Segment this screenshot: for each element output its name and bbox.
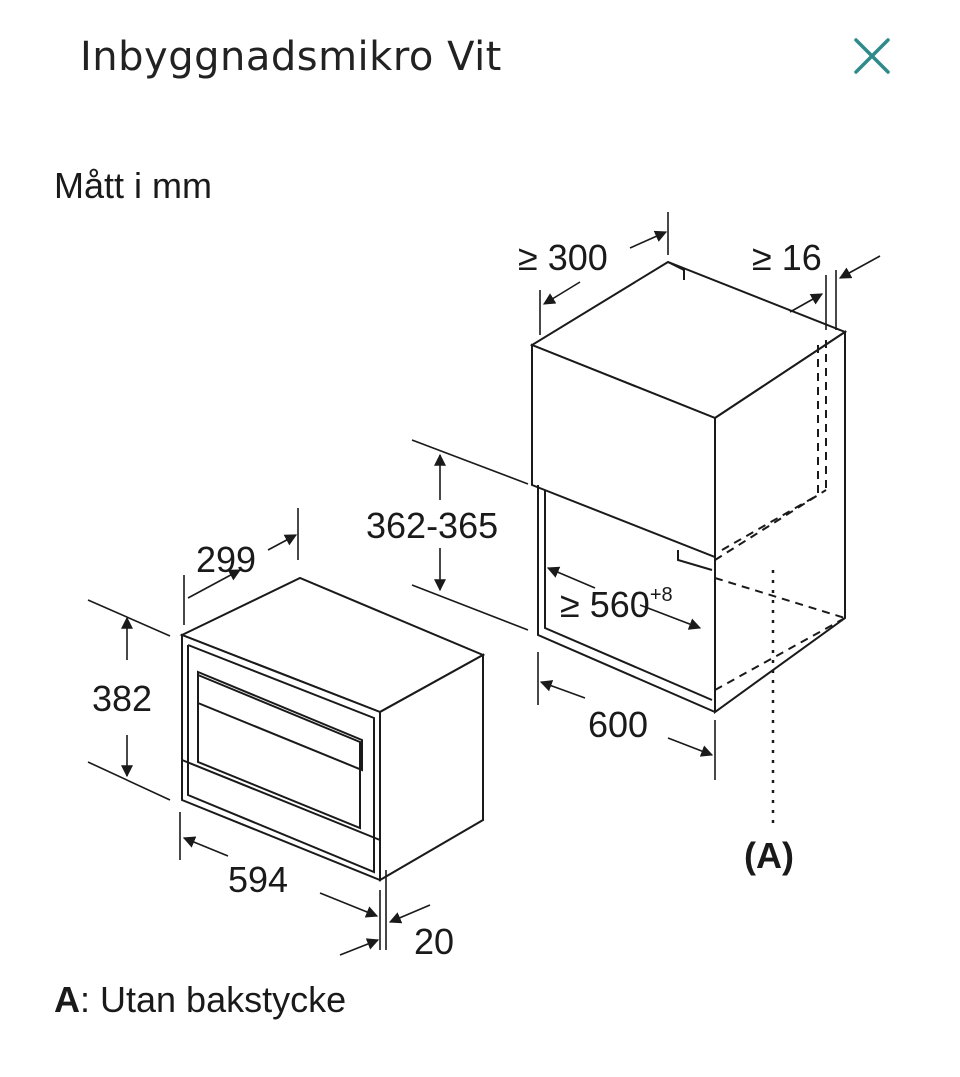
- close-button[interactable]: [846, 30, 898, 82]
- dim-appliance-depth: 299: [196, 539, 256, 580]
- dim-cabinet-depth: ≥ 300: [518, 237, 608, 278]
- page-title: Inbyggnadsmikro Vit: [80, 34, 502, 80]
- dimension-lines: [87, 212, 881, 956]
- header: Inbyggnadsmikro Vit: [0, 0, 960, 115]
- dim-cabinet-width: 600: [588, 704, 648, 745]
- legend-key: A: [54, 979, 80, 1020]
- dim-niche-width: ≥ 560+8: [560, 584, 673, 625]
- dim-gap: ≥ 16: [752, 237, 822, 278]
- dim-niche-height: 362-365: [366, 505, 498, 546]
- dim-front-thickness: 20: [414, 921, 454, 962]
- dim-niche-width-tolerance: +8: [650, 584, 673, 606]
- cabinet-drawing: [529, 260, 848, 714]
- close-icon: [854, 38, 890, 74]
- legend-text: : Utan bakstycke: [80, 979, 346, 1020]
- marker-label: (A): [744, 835, 794, 876]
- dim-appliance-width: 594: [228, 859, 288, 900]
- dim-appliance-height: 382: [92, 678, 152, 719]
- units-label: Mått i mm: [54, 165, 212, 206]
- dim-niche-width-value: ≥ 560: [560, 584, 650, 625]
- appliance-drawing: [179, 576, 486, 882]
- legend: A: Utan bakstycke: [54, 979, 346, 1020]
